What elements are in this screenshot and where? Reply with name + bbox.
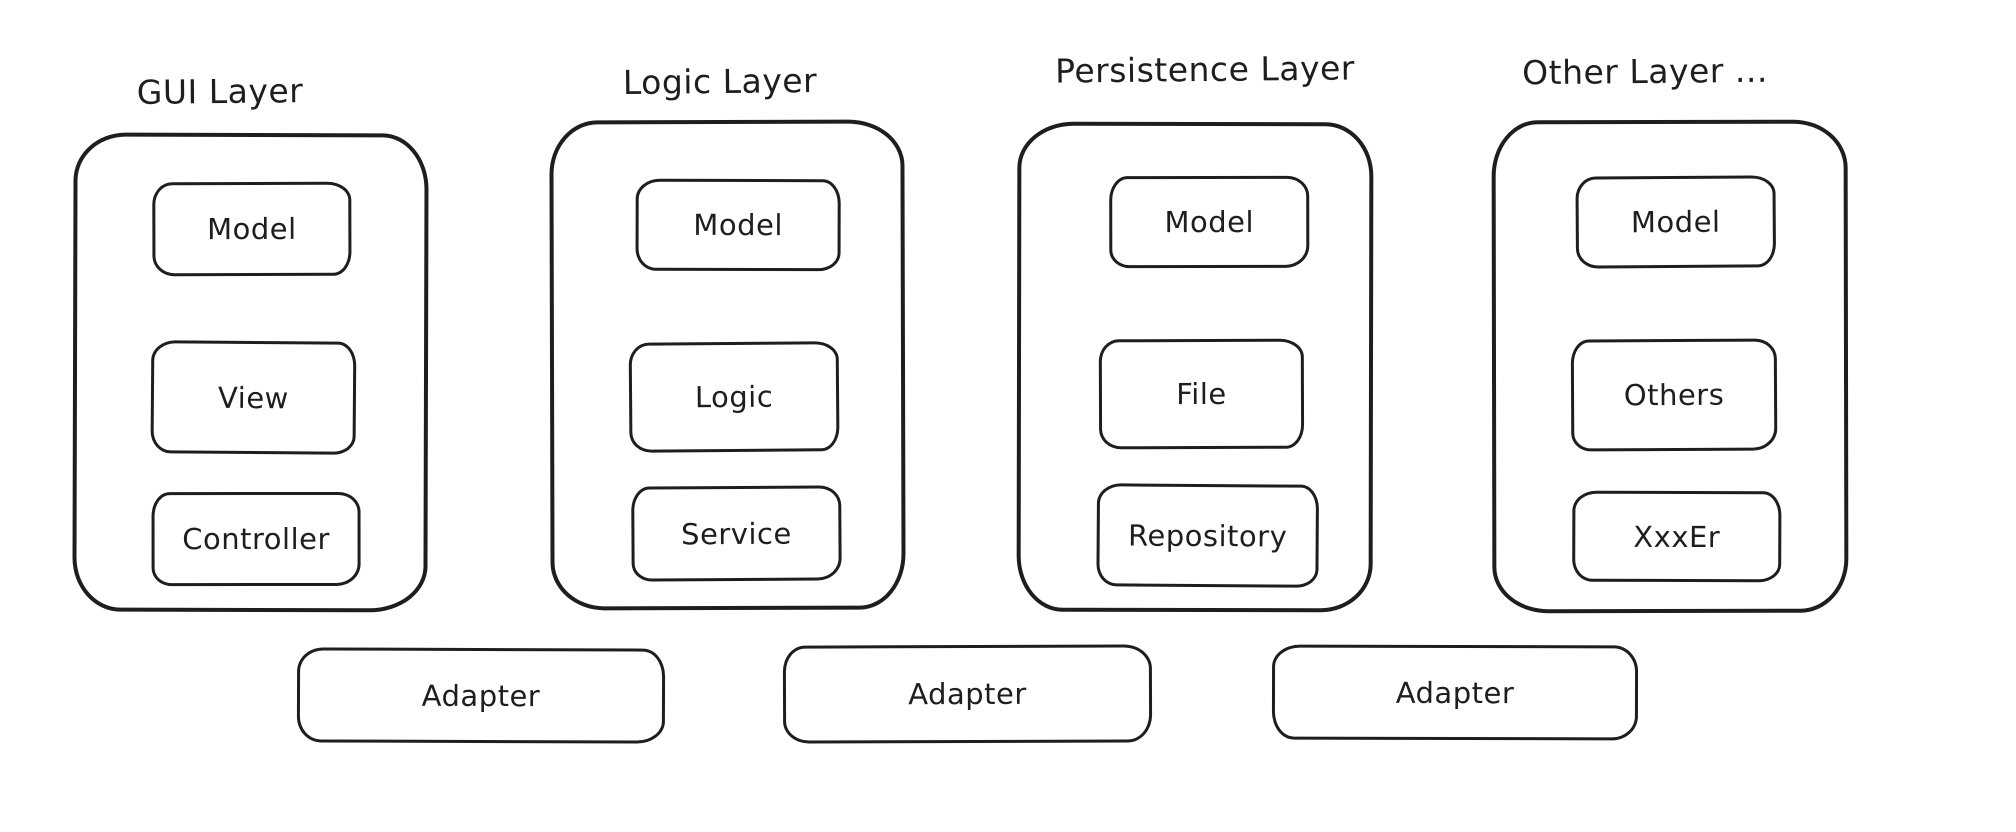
box-gui-controller: Controller [151, 491, 361, 587]
box-other-xxxer: XxxEr [1572, 490, 1782, 583]
box-persistence-repository: Repository [1096, 483, 1320, 588]
box-gui-model: Model [152, 181, 352, 277]
box-logic-model: Model [635, 178, 841, 272]
box-persistence-file: File [1098, 338, 1305, 450]
box-persistence-model: Model [1109, 175, 1310, 269]
layer-title-persistence: Persistence Layer [1054, 48, 1356, 91]
adapter-box-3: Adapter [1271, 644, 1639, 741]
layer-container-other: Model Others XxxEr [1491, 119, 1849, 614]
layer-title-other: Other Layer ... [1521, 50, 1769, 93]
adapter-box-2: Adapter [782, 644, 1153, 744]
box-logic-service: Service [631, 485, 842, 582]
layer-container-gui: Model View Controller [72, 132, 429, 613]
adapter-box-1: Adapter [296, 647, 666, 744]
box-other-model: Model [1575, 175, 1777, 269]
box-other-others: Others [1570, 338, 1778, 452]
layer-container-persistence: Model File Repository [1016, 121, 1374, 613]
box-logic-logic: Logic [628, 341, 840, 453]
layer-title-gui: GUI Layer [136, 71, 304, 112]
layer-container-logic: Model Logic Service [549, 119, 906, 611]
box-gui-view: View [150, 340, 357, 455]
layer-title-logic: Logic Layer [622, 60, 818, 103]
